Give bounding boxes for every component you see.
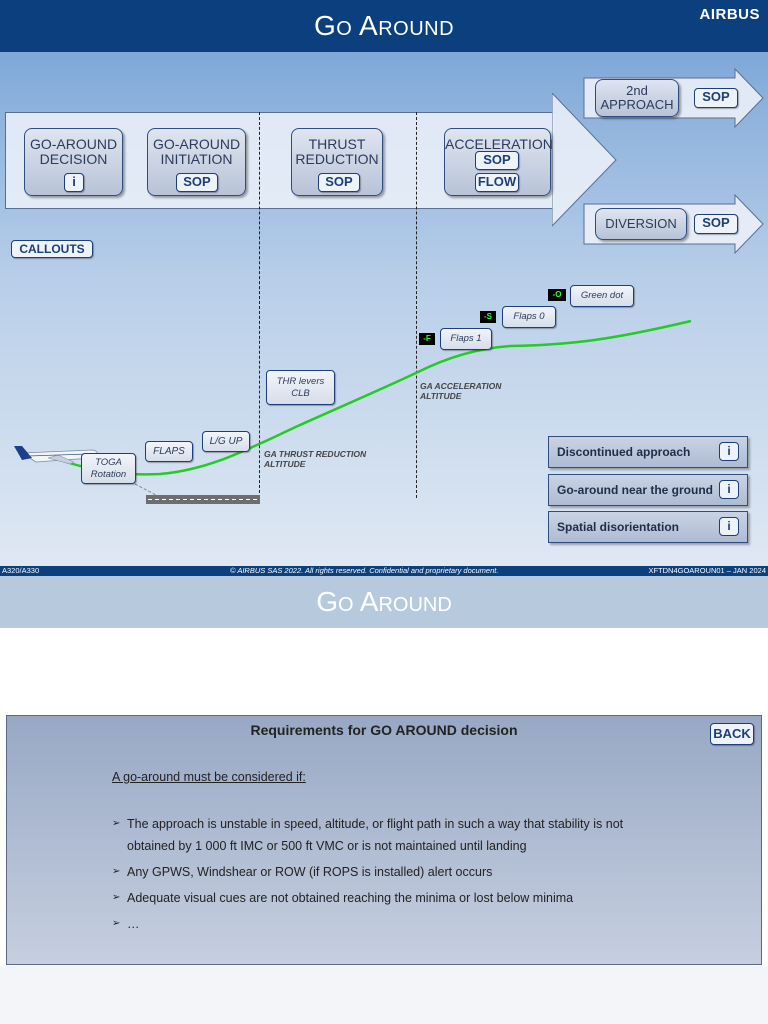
footer-copyright: © AIRBUS SAS 2022. All rights reserved. … — [230, 566, 499, 575]
branch-label: APPROACH — [600, 97, 674, 112]
toga-rotation-tag: TOGA Rotation — [81, 453, 136, 484]
initiation-sop-button[interactable]: SOP — [176, 173, 218, 192]
back-button[interactable]: BACK — [710, 723, 754, 745]
list-item: Any GPWS, Windshear or ROW (if ROPS is i… — [112, 861, 672, 883]
branch-label: DIVERSION — [605, 216, 677, 231]
phase-arrow-head — [552, 93, 617, 227]
green-dot-speed-indicator: -O — [548, 289, 566, 301]
tag-text: TOGA — [95, 457, 122, 468]
phase-label: REDUCTION — [295, 151, 379, 167]
tag-text: THR levers — [276, 376, 325, 387]
requirements-list: The approach is unstable in speed, altit… — [112, 813, 672, 939]
overlay-header-bar — [0, 576, 768, 628]
callouts-button[interactable]: CALLOUTS — [11, 240, 93, 258]
flaps-1-tag: Flaps 1 — [440, 328, 492, 350]
info-icon[interactable]: i — [719, 480, 739, 499]
side-button-label: Discontinued approach — [557, 445, 691, 459]
alt-label-text: ALTITUDE — [420, 391, 462, 401]
acceleration-flow-button[interactable]: FLOW — [475, 173, 519, 192]
flaps-tag: FLAPS — [145, 441, 193, 462]
header-bar — [0, 0, 768, 52]
diversion-sop-button[interactable]: SOP — [694, 214, 738, 234]
phase-label: DECISION — [39, 151, 108, 167]
second-approach-sop-button[interactable]: SOP — [694, 88, 738, 108]
second-approach-box: 2nd APPROACH — [595, 79, 679, 117]
alt-label-text: GA THRUST REDUCTION — [264, 449, 367, 459]
airbus-logo: AIRBUS — [699, 6, 760, 23]
go-around-near-ground-button[interactable]: Go-around near the ground i — [548, 474, 748, 506]
go-around-initiation-box: GO-AROUND INITIATION — [147, 128, 246, 196]
footer-doc-ref: XFTDN4GOAROUN01 – JAN 2024 — [648, 566, 766, 575]
info-icon[interactable]: i — [719, 517, 739, 536]
thrust-reduction-sop-button[interactable]: SOP — [318, 173, 360, 192]
lg-up-tag: L/G UP — [202, 431, 250, 452]
page-title: Go Around — [313, 10, 455, 41]
side-button-label: Spatial disorientation — [557, 520, 680, 534]
modal-lead-text: A go-around must be considered if: — [112, 770, 306, 784]
thrust-reduction-divider — [259, 112, 260, 498]
decision-info-button[interactable]: i — [64, 173, 84, 192]
list-item: The approach is unstable in speed, altit… — [112, 813, 672, 857]
green-dot-tag: Green dot — [570, 285, 634, 307]
phase-label: INITIATION — [160, 151, 233, 167]
runway — [146, 495, 260, 504]
branch-label: 2nd — [626, 83, 648, 98]
s-speed-indicator: -S — [480, 311, 496, 323]
f-speed-indicator: -F — [419, 333, 435, 345]
acceleration-sop-button[interactable]: SOP — [475, 151, 519, 170]
phase-label: GO-AROUND — [152, 136, 241, 152]
side-button-label: Go-around near the ground — [557, 483, 713, 497]
alt-label-text: GA ACCELERATION — [420, 381, 502, 391]
glide-path — [134, 483, 157, 496]
tag-text: CLB — [291, 388, 310, 399]
footer-bar: A320/A330 © AIRBUS SAS 2022. All rights … — [0, 566, 768, 576]
list-item: … — [112, 913, 672, 935]
footer-aircraft: A320/A330 — [2, 566, 40, 575]
thr-levers-clb-tag: THR levers CLB — [266, 370, 335, 405]
tag-text: Rotation — [90, 469, 127, 480]
list-item: Adequate visual cues are not obtained re… — [112, 887, 672, 909]
acceleration-divider — [416, 112, 417, 498]
overlay-page-title: Go Around — [316, 586, 452, 617]
thrust-reduction-altitude-label: GA THRUST REDUCTION ALTITUDE — [264, 449, 366, 469]
modal-title: Requirements for GO AROUND decision — [250, 722, 518, 738]
flight-path-line — [59, 319, 692, 476]
info-icon[interactable]: i — [719, 442, 739, 461]
phase-label: GO-AROUND — [29, 136, 118, 152]
phase-label: THRUST — [308, 136, 366, 152]
discontinued-approach-button[interactable]: Discontinued approach i — [548, 436, 748, 468]
phase-label: ACCELERATION — [445, 136, 553, 152]
alt-label-text: ALTITUDE — [264, 459, 306, 469]
spatial-disorientation-button[interactable]: Spatial disorientation i — [548, 511, 748, 543]
flaps-0-tag: Flaps 0 — [502, 306, 556, 328]
acceleration-altitude-label: GA ACCELERATION ALTITUDE — [420, 381, 501, 401]
bottom-strip — [0, 966, 768, 1024]
diversion-box: DIVERSION — [595, 208, 687, 240]
